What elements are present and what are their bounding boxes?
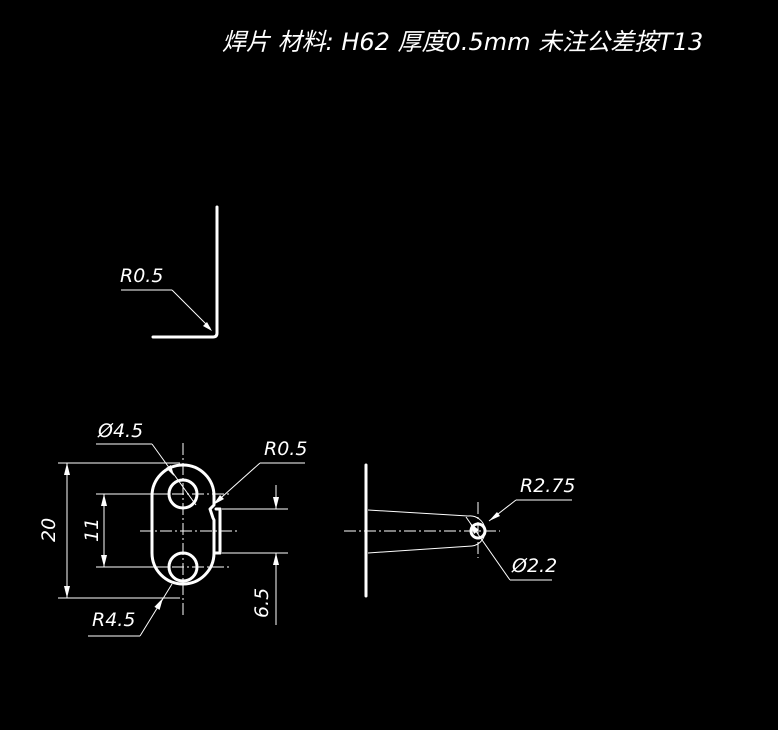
drawing-title: 焊片 材料: H62 厚度0.5mm 未注公差按T13	[222, 28, 703, 56]
tip-hole-label: Ø2.2	[511, 555, 557, 577]
tab-upper-edge	[367, 509, 469, 517]
height-dimension: 20	[38, 518, 60, 542]
hole-diameter-leader	[151, 443, 197, 506]
corner-radius-leader	[139, 583, 173, 637]
bend-profile	[151, 205, 219, 339]
tip-hole-arrow	[470, 523, 479, 534]
notch-radius-arrow	[213, 495, 224, 505]
hole-spacing-dimension: 11	[81, 518, 103, 542]
tip-radius-label: R2.75	[520, 475, 576, 497]
notch-radius-label: R0.5	[264, 438, 307, 460]
bend-radius-label: R0.5	[120, 265, 163, 287]
dim-20-arrow-top	[64, 463, 70, 475]
hole-diameter-label: Ø4.5	[97, 420, 143, 442]
dim-65-arrow-bottom	[273, 553, 279, 565]
dim-20-arrow-bottom	[64, 586, 70, 598]
corner-radius-label: R4.5	[92, 609, 135, 631]
tab-lower-edge	[367, 545, 473, 554]
bend-leader-arrow	[203, 322, 212, 331]
hole-diameter-arrow	[166, 465, 174, 476]
bend-leader	[171, 289, 211, 329]
tip-radius-arrow	[489, 512, 500, 521]
side-view: R2.75 Ø2.2	[344, 463, 576, 598]
bend-view: R0.5	[120, 205, 219, 339]
dim-11-arrow-bottom	[101, 555, 107, 567]
dim-65-arrow-top	[273, 497, 279, 509]
front-view: 20 11 6.5 Ø4.5 R0.5 R4.5	[38, 420, 307, 637]
corner-radius-arrow	[154, 598, 163, 610]
dim-11-arrow-top	[101, 494, 107, 506]
notch-width-dimension: 6.5	[251, 588, 273, 618]
